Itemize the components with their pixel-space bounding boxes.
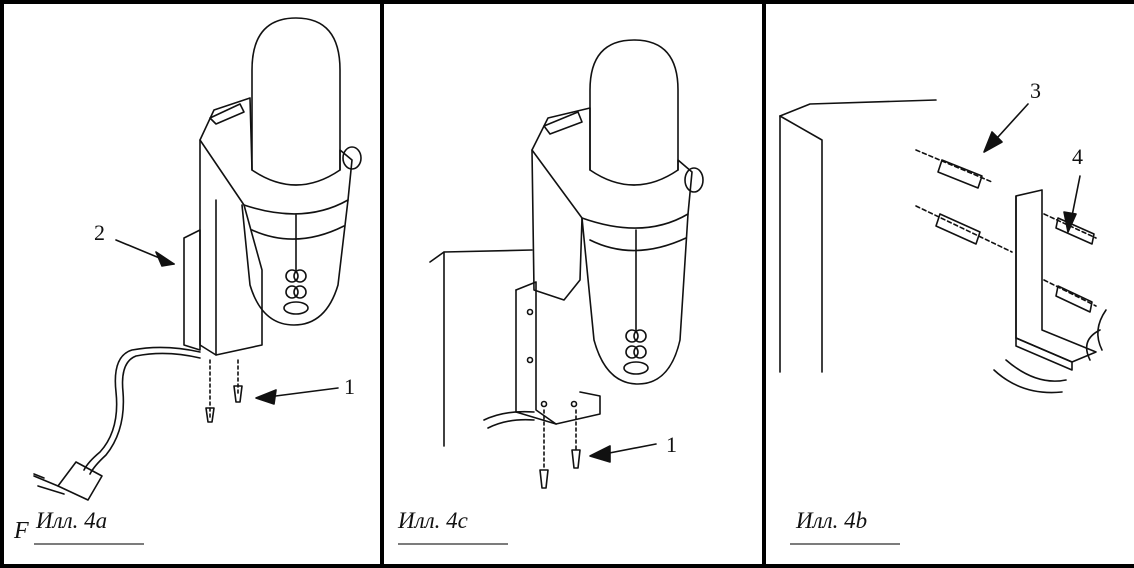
callout-2: 2 xyxy=(94,220,105,245)
power-plug xyxy=(57,461,103,501)
illustration-4c xyxy=(429,39,704,489)
corner-letter: F xyxy=(14,518,29,544)
caption-4b: Илл. 4b xyxy=(796,508,868,533)
mounting-column xyxy=(199,139,263,356)
caption-4c: Илл. 4c xyxy=(398,508,468,533)
wall-anchor-bottom xyxy=(935,213,981,245)
mounting-column xyxy=(531,149,583,301)
blade-chamber xyxy=(581,213,689,385)
callout-4: 4 xyxy=(1072,144,1083,169)
callout-1: 1 xyxy=(666,432,677,457)
power-cord xyxy=(1085,309,1107,361)
l-bracket xyxy=(1015,189,1097,363)
callout-1: 1 xyxy=(344,374,355,399)
wall-edge xyxy=(429,249,533,263)
screw-left xyxy=(539,469,549,489)
caption-underline xyxy=(34,543,144,545)
caption-underline xyxy=(790,543,900,545)
caption-4a: Илл. 4a xyxy=(36,508,108,533)
blade-chamber xyxy=(241,199,349,326)
bracket-screw-bottom xyxy=(1043,279,1097,307)
motor-housing xyxy=(531,107,693,229)
jar-dome xyxy=(251,17,341,171)
power-cord xyxy=(83,346,201,471)
side-knob xyxy=(684,167,704,193)
panel-divider-right xyxy=(762,0,766,568)
panel-4a: 2 1 Илл. 4a F xyxy=(4,0,380,568)
side-knob xyxy=(342,146,362,170)
screw-left xyxy=(205,407,215,423)
illustration-4a xyxy=(33,17,362,501)
jar-dome xyxy=(589,39,679,171)
wall-bracket xyxy=(183,229,201,351)
panel-4b: 3 4 Илл. 4b xyxy=(766,0,1134,568)
wall-anchor-top xyxy=(915,149,993,183)
caption-underline xyxy=(398,543,508,545)
power-cord xyxy=(483,410,535,429)
wall-bracket xyxy=(515,281,601,425)
illustration-4b xyxy=(779,99,1107,394)
motor-housing xyxy=(199,97,353,215)
wall-corner xyxy=(779,99,937,117)
screw-right xyxy=(233,385,243,403)
panel-4c: 1 Илл. 4c xyxy=(384,0,762,568)
panel-divider-left xyxy=(380,0,384,568)
screw-right xyxy=(571,449,581,469)
callout-3: 3 xyxy=(1030,78,1041,103)
